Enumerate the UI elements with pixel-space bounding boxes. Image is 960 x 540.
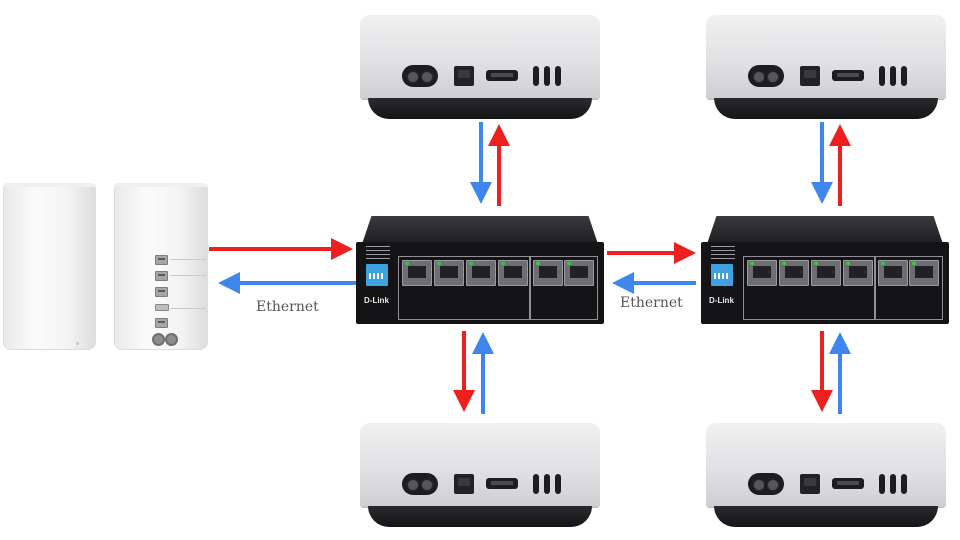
arrow-up-to-switch-right (829, 332, 851, 414)
poe-port (747, 260, 777, 286)
port-guide-line (170, 259, 206, 260)
dip-switch-icon (711, 264, 733, 286)
power-port-icon (165, 333, 178, 346)
mac-mini-top-left (360, 14, 600, 119)
poe-port (498, 260, 528, 286)
mac-mini-bottom-left (360, 422, 600, 527)
arrow-airport-to-switch (209, 238, 353, 260)
ethernet-switch-right: D-Link (701, 216, 949, 324)
thunderbolt-port-icon (890, 474, 896, 494)
uplink-port (878, 260, 908, 286)
hdmi-port-icon (486, 70, 518, 81)
ethernet-port-icon (155, 271, 168, 281)
power-port-icon (748, 473, 784, 495)
uplink-port (533, 260, 563, 286)
ethernet-port-icon (155, 287, 168, 297)
thunderbolt-port-icon (533, 474, 539, 494)
arrow-switch-to-switch-return (612, 272, 696, 294)
thunderbolt-port-icon (544, 66, 550, 86)
mac-mini-body (360, 14, 600, 100)
uplink-port-frame (530, 256, 598, 320)
hdmi-port-icon (486, 478, 518, 489)
arrow-down-to-switch-right (811, 122, 833, 204)
mac-mini-body (706, 422, 946, 508)
ethernet-switch-left: D-Link (356, 216, 604, 324)
thunderbolt-port-icon (555, 66, 561, 86)
thunderbolt-port-icon (901, 66, 907, 86)
airport-top-edge (114, 183, 208, 187)
poe-port (779, 260, 809, 286)
switch-brand-logo: D-Link (364, 296, 389, 305)
spec-text-lines (711, 246, 735, 262)
poe-port (811, 260, 841, 286)
uplink-port (909, 260, 939, 286)
ethernet-port-icon (155, 255, 168, 265)
mac-mini-base (714, 98, 938, 119)
switch-brand-logo: D-Link (709, 296, 734, 305)
mac-mini-bottom-right (706, 422, 946, 527)
thunderbolt-port-icon (890, 66, 896, 86)
switch-top-panel (362, 216, 598, 244)
dip-switch-icon (366, 264, 388, 286)
ethernet-port-icon (454, 474, 474, 494)
power-port-icon (402, 65, 438, 87)
arrow-up-to-switch-left (472, 332, 494, 414)
poe-port (466, 260, 496, 286)
arrow-switch-to-airport (218, 272, 356, 294)
poe-port (402, 260, 432, 286)
thunderbolt-port-icon (879, 66, 885, 86)
thunderbolt-port-icon (533, 66, 539, 86)
ethernet-label-right: Ethernet (620, 295, 683, 311)
mac-mini-base (368, 506, 592, 527)
ethernet-port-icon (155, 318, 168, 328)
airport-top-edge (3, 183, 96, 187)
mac-mini-body (706, 14, 946, 100)
power-port-icon (402, 473, 438, 495)
mac-mini-body (360, 422, 600, 508)
mac-mini-base (368, 98, 592, 119)
ethernet-port-icon (454, 66, 474, 86)
usb-port-icon (155, 304, 169, 311)
power-port-icon (748, 65, 784, 87)
poe-port-frame (398, 256, 530, 320)
uplink-port-frame (875, 256, 943, 320)
thunderbolt-port-icon (555, 474, 561, 494)
port-guide-line (170, 275, 206, 276)
arrow-down-to-switch-left (470, 122, 492, 204)
arrow-down-to-mini-bottom-right (811, 331, 833, 412)
status-led (76, 342, 79, 345)
hdmi-port-icon (832, 70, 864, 81)
uplink-port (564, 260, 594, 286)
spec-text-lines (366, 246, 390, 262)
poe-port (434, 260, 464, 286)
power-port-icon (152, 333, 165, 346)
thunderbolt-port-icon (544, 474, 550, 494)
thunderbolt-port-icon (901, 474, 907, 494)
ethernet-port-icon (800, 474, 820, 494)
port-guide-line (170, 308, 206, 309)
thunderbolt-port-icon (879, 474, 885, 494)
ethernet-port-icon (800, 66, 820, 86)
hdmi-port-icon (832, 478, 864, 489)
ethernet-label-left: Ethernet (256, 299, 319, 315)
switch-top-panel (707, 216, 943, 244)
arrow-up-to-mini-top-left (488, 124, 510, 206)
arrow-switch-to-switch (607, 242, 696, 264)
poe-port (843, 260, 873, 286)
poe-port-frame (743, 256, 875, 320)
airport-base-station-rear (114, 183, 208, 350)
arrow-up-to-mini-top-right (829, 124, 851, 206)
airport-base-station-front (3, 183, 96, 350)
mac-mini-base (714, 506, 938, 527)
arrow-down-to-mini-bottom-left (453, 331, 475, 412)
mac-mini-top-right (706, 14, 946, 119)
